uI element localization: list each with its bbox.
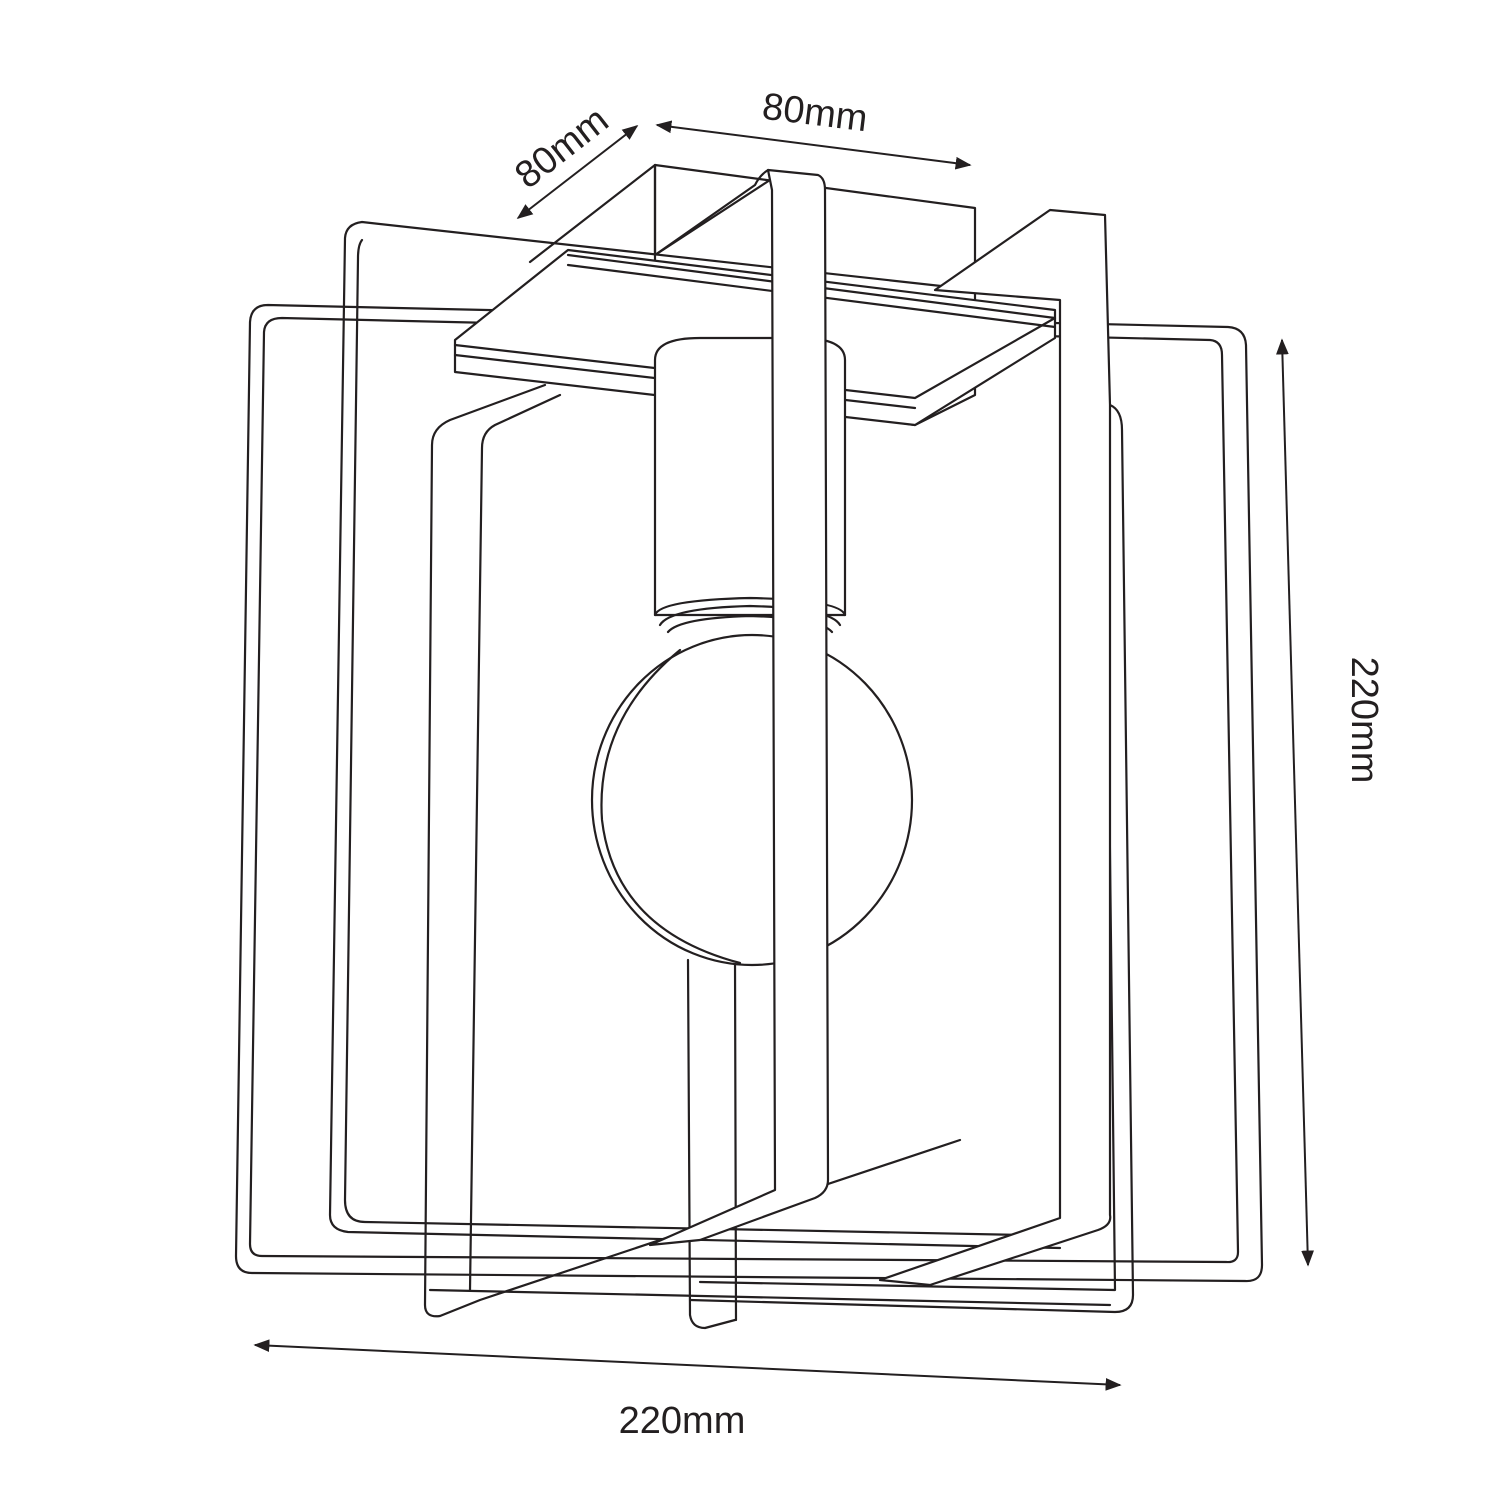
back-strap — [686, 958, 738, 1330]
front-strap — [648, 168, 830, 1247]
lamp-drawing — [234, 163, 1264, 1330]
width-label: 220mm — [619, 1400, 746, 1442]
front-outer-frame — [234, 303, 1264, 1283]
dimension-top-depth: 80mm — [507, 99, 639, 219]
left-side-frame — [423, 383, 962, 1318]
top-width-label: 80mm — [760, 86, 870, 141]
top-depth-label: 80mm — [507, 99, 616, 197]
bulb — [590, 633, 914, 967]
middle-frame — [328, 220, 1077, 1250]
right-strap — [878, 208, 1112, 1287]
height-label: 220mm — [1343, 657, 1385, 784]
dimension-width: 220mm — [253, 1339, 1122, 1442]
dimension-height: 220mm — [1276, 338, 1385, 1267]
dimension-top-width: 80mm — [655, 86, 972, 170]
